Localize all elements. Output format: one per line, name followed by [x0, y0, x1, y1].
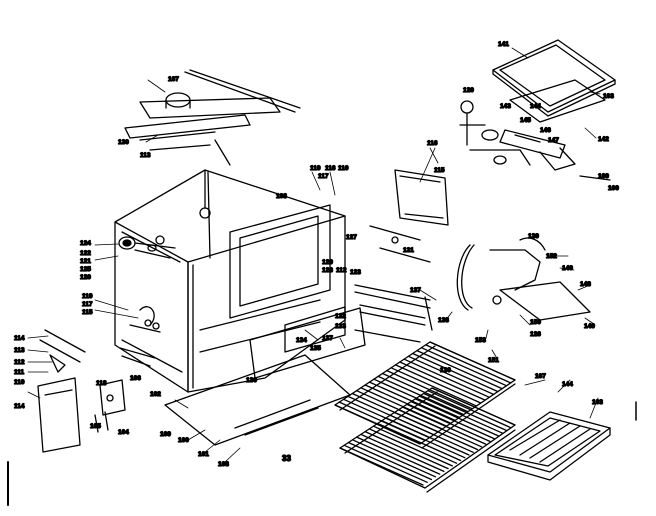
label-135: 135 [310, 345, 321, 352]
label-117-b: 117 [82, 301, 93, 308]
label-124: 124 [80, 240, 91, 247]
label-131: 131 [403, 247, 414, 254]
label-114-b: 114 [14, 403, 25, 410]
label-118: 118 [96, 380, 107, 387]
label-113-a: 113 [140, 152, 151, 159]
label-116-a: 116 [427, 140, 438, 147]
label-115-b: 115 [82, 309, 93, 316]
label-116-b: 116 [325, 165, 336, 172]
part-number-labels: 141 103 142 143 144 145 146 147 109 100 … [13, 40, 620, 468]
top-burner-assembly [124, 69, 301, 166]
label-106: 106 [130, 375, 141, 382]
label-102: 102 [150, 391, 161, 398]
burner-valve-assembly [118, 236, 176, 333]
label-128: 128 [322, 267, 333, 274]
label-127: 127 [346, 234, 357, 241]
label-147: 147 [548, 137, 559, 144]
label-103-b: 103 [592, 399, 603, 406]
label-120-b: 120 [80, 274, 91, 281]
label-142: 142 [598, 136, 609, 143]
label-108-a: 108 [276, 193, 287, 200]
page-number: 33 [282, 454, 291, 463]
hinge-hardware [39, 329, 156, 433]
label-108-b: 108 [218, 461, 229, 468]
label-145: 145 [520, 117, 531, 124]
label-144-b: 144 [562, 381, 573, 388]
label-112-a: 112 [336, 267, 347, 274]
label-112-b: 112 [14, 359, 25, 366]
label-103-a: 103 [603, 93, 614, 100]
label-119-a: 119 [310, 165, 321, 172]
label-141: 141 [498, 41, 509, 48]
page-margin-marks [7, 401, 637, 506]
label-137-a: 137 [410, 287, 421, 294]
label-107-b: 107 [535, 373, 546, 380]
label-122-a: 122 [80, 250, 91, 257]
leader-lines [27, 47, 601, 463]
label-138: 138 [438, 317, 449, 324]
label-143: 143 [500, 103, 511, 110]
broil-burner-tube [456, 237, 591, 321]
label-148: 148 [580, 281, 591, 288]
label-107-a: 107 [168, 76, 179, 83]
label-126: 126 [530, 331, 541, 338]
side-rails [354, 284, 433, 343]
label-114-a: 114 [14, 335, 25, 342]
label-101: 101 [198, 451, 209, 458]
broil-pan-assembly [492, 39, 616, 181]
label-133: 133 [335, 323, 346, 330]
label-110-a: 110 [338, 165, 349, 172]
label-130-b: 130 [440, 367, 451, 374]
label-144-a: 144 [530, 103, 541, 110]
oven-rack-lower [339, 387, 516, 493]
label-104: 104 [118, 429, 129, 436]
label-111-a: 111 [14, 369, 25, 376]
label-105: 105 [90, 423, 101, 430]
label-110-b: 110 [14, 379, 25, 386]
label-137-b: 137 [322, 335, 333, 342]
gas-valve-igniter-cluster [459, 100, 541, 166]
label-120-a: 120 [463, 87, 474, 94]
label-152: 152 [546, 253, 557, 260]
label-140: 140 [562, 265, 573, 272]
label-151: 151 [488, 357, 499, 364]
label-109-a: 109 [598, 173, 609, 180]
drawer-side-panel [37, 377, 81, 453]
label-139: 139 [528, 233, 539, 240]
label-123: 123 [350, 269, 361, 276]
broiler-pan-tray [487, 411, 611, 481]
oven-body-cabinet [114, 169, 346, 393]
label-129: 129 [322, 259, 333, 266]
label-117-a: 117 [318, 173, 329, 180]
label-119-b: 119 [82, 293, 93, 300]
label-100-a: 100 [608, 185, 619, 192]
label-113-b: 113 [14, 347, 25, 354]
label-109-b: 109 [160, 431, 171, 438]
label-115-a: 115 [434, 167, 445, 174]
label-132: 132 [335, 313, 346, 320]
label-121-a: 121 [80, 258, 91, 265]
label-125-a: 125 [80, 266, 91, 273]
label-146: 146 [540, 127, 551, 134]
label-136: 136 [246, 377, 257, 384]
label-130-a: 130 [118, 139, 129, 146]
rear-panel [369, 169, 449, 263]
label-150: 150 [530, 319, 541, 326]
label-100-b: 100 [178, 437, 189, 444]
label-153: 153 [475, 337, 486, 344]
label-149: 149 [584, 323, 595, 330]
label-134: 134 [296, 337, 307, 344]
